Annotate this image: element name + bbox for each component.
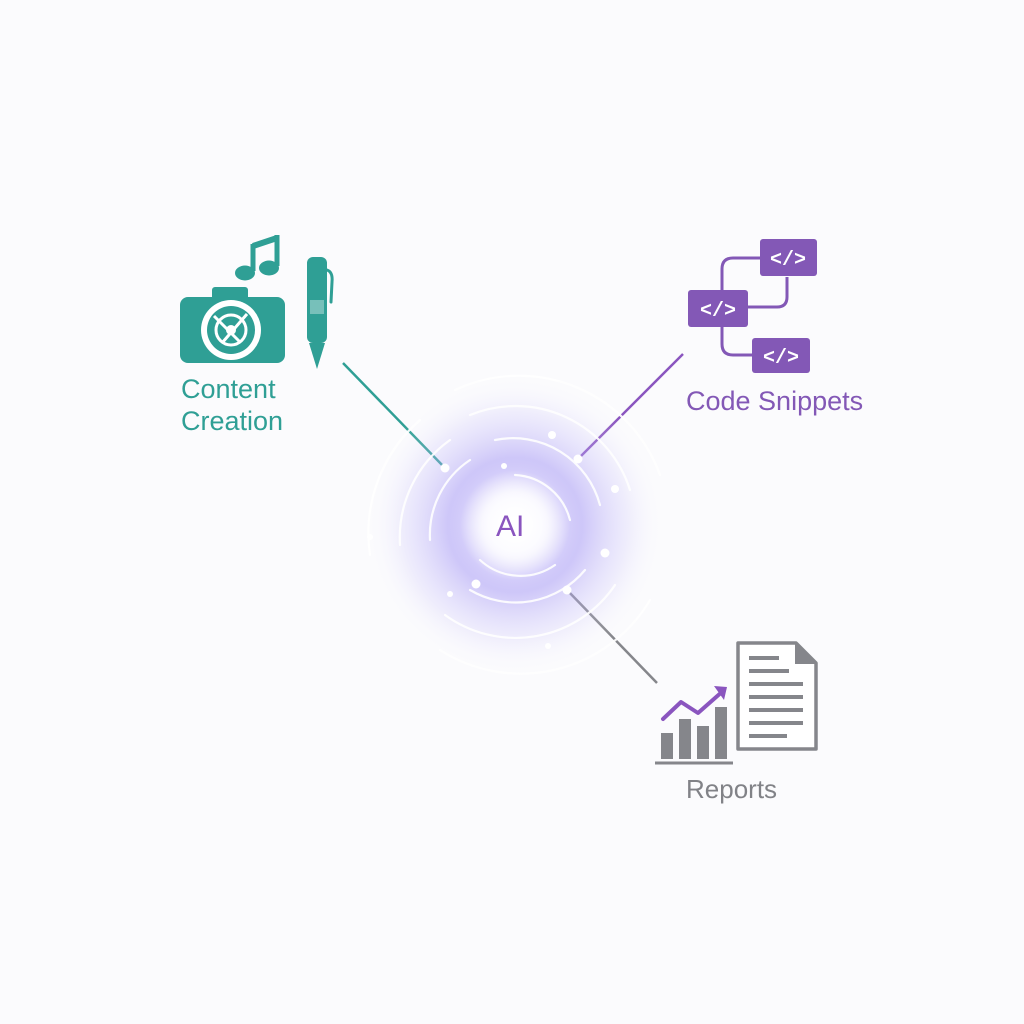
code-tag-left: </> xyxy=(700,300,736,323)
music-note-icon xyxy=(235,235,280,281)
document-icon xyxy=(736,641,818,751)
bar-chart-icon xyxy=(655,686,733,765)
code-tag-top: </> xyxy=(770,249,806,272)
reports-label: Reports xyxy=(686,774,778,804)
ai-label: AI xyxy=(496,510,525,543)
ai-vortex xyxy=(365,374,665,675)
pen-icon xyxy=(307,257,334,369)
code-tag-bottom: </> xyxy=(763,347,799,370)
content-creation-line1: Content xyxy=(181,374,276,404)
content-creation-label: Content Creation xyxy=(181,374,311,438)
code-snippets-icon: </> </> </> xyxy=(688,239,817,373)
content-creation-line2: Creation xyxy=(181,405,284,436)
camera-icon xyxy=(180,287,285,363)
code-snippets-label: Code Snippets xyxy=(686,386,864,416)
